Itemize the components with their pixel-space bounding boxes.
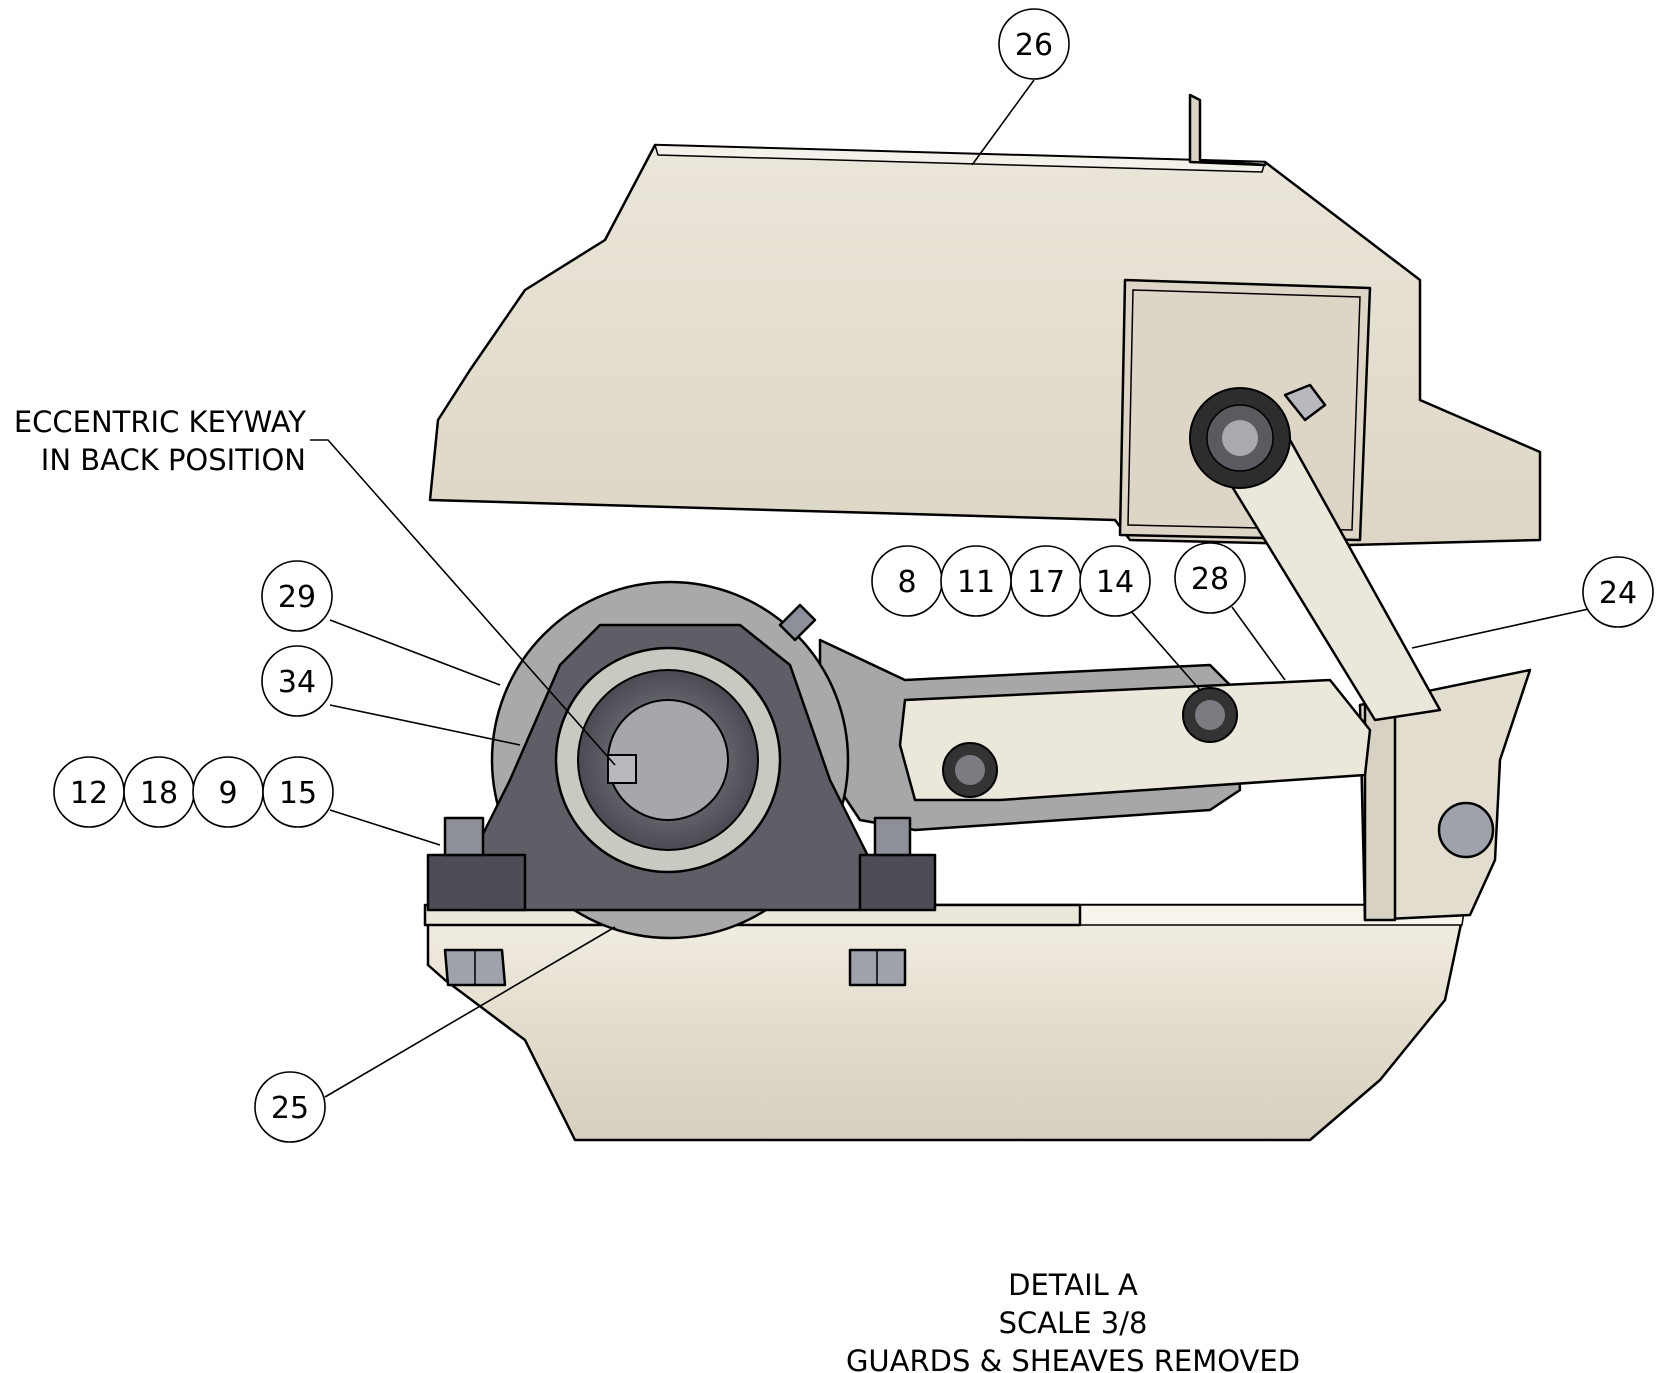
svg-text:18: 18: [140, 776, 178, 811]
callout-11: 11: [940, 545, 1012, 617]
right-upright: [1358, 668, 1532, 922]
callout-8: 8: [871, 545, 943, 617]
callout-9: 9: [192, 756, 264, 828]
svg-text:17: 17: [1027, 565, 1065, 600]
base-frame: [423, 903, 1467, 1142]
callout-25: 25: [254, 1071, 326, 1143]
detail-caption: DETAIL A SCALE 3/8 GUARDS & SHEAVES REMO…: [846, 1268, 1300, 1373]
svg-text:8: 8: [897, 565, 916, 600]
pitman-arm: [818, 638, 1372, 832]
svg-text:9: 9: [218, 776, 237, 811]
base-bolt-left: [443, 948, 507, 987]
callout-26: 26: [998, 8, 1070, 80]
svg-text:34: 34: [278, 665, 316, 700]
upper-cover: [428, 93, 1542, 547]
leader-lines: [310, 79, 1594, 1098]
svg-text:29: 29: [278, 580, 316, 615]
svg-text:11: 11: [957, 565, 995, 600]
svg-text:12: 12: [70, 776, 108, 811]
base-bolt-right: [848, 948, 907, 987]
callout-29: 29: [261, 560, 333, 632]
callout-15: 15: [262, 756, 334, 828]
callout-12: 12: [53, 756, 125, 828]
callout-34: 34: [261, 645, 333, 717]
note-line-2: IN BACK POSITION: [41, 443, 306, 477]
callout-18: 18: [123, 756, 195, 828]
callout-17: 17: [1010, 545, 1082, 617]
svg-text:24: 24: [1599, 576, 1637, 611]
eccentric-keyway-note: ECCENTRIC KEYWAY IN BACK POSITION: [14, 405, 306, 477]
callout-28: 28: [1174, 542, 1246, 614]
svg-text:25: 25: [271, 1091, 309, 1126]
svg-text:26: 26: [1015, 28, 1053, 63]
svg-text:14: 14: [1096, 565, 1134, 600]
note-line-1: ECCENTRIC KEYWAY: [14, 405, 306, 439]
pillow-block: [426, 580, 937, 940]
svg-text:28: 28: [1191, 562, 1229, 597]
detail-subtitle: GUARDS & SHEAVES REMOVED: [846, 1344, 1300, 1373]
callout-14: 14: [1079, 545, 1151, 617]
upper-bearing: [1189, 383, 1327, 489]
detail-scale: SCALE 3/8: [999, 1306, 1148, 1340]
detail-title: DETAIL A: [1008, 1268, 1138, 1302]
svg-text:15: 15: [279, 776, 317, 811]
callout-24: 24: [1582, 556, 1654, 628]
